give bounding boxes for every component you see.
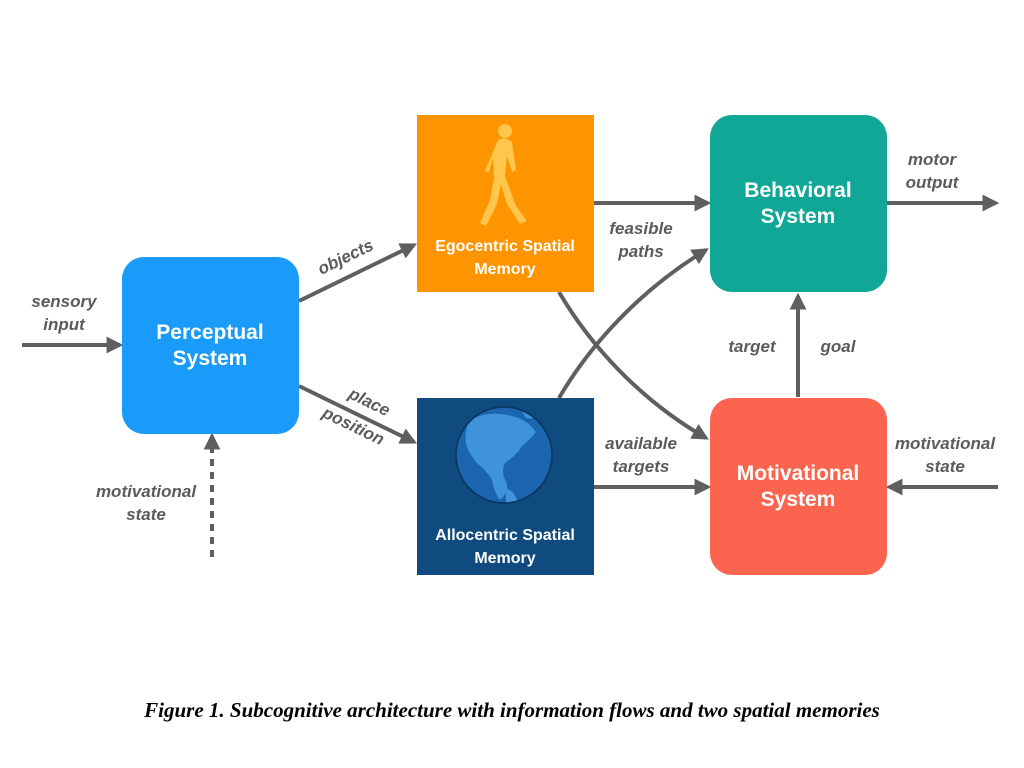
label-output: output	[906, 173, 960, 192]
node-motivational-system: Motivational System	[710, 398, 887, 575]
node-allocentric-spatial-memory: Allocentric Spatial Memory	[417, 398, 594, 575]
behavioral-system-label-line1: Behavioral	[744, 179, 851, 202]
label-available: available	[605, 434, 677, 453]
perceptual-system-label-line1: Perceptual	[156, 321, 263, 344]
label-objects: objects	[315, 235, 377, 278]
node-behavioral-system: Behavioral System	[710, 115, 887, 292]
label-targets: targets	[613, 457, 670, 476]
label-motivational-right: motivational	[895, 434, 996, 453]
label-motivational-left: motivational	[96, 482, 197, 501]
label-sensory: sensory	[31, 292, 98, 311]
node-perceptual-system: Perceptual System	[122, 257, 299, 434]
perceptual-system-label-line2: System	[173, 347, 248, 370]
label-feasible: feasible	[609, 219, 672, 238]
figure-caption: Figure 1. Subcognitive architecture with…	[144, 698, 880, 722]
egocentric-label-line2: Memory	[474, 261, 535, 278]
label-input: input	[43, 315, 86, 334]
label-goal: goal	[820, 337, 857, 356]
egocentric-label-line1: Egocentric Spatial	[435, 238, 575, 255]
label-motor: motor	[908, 150, 958, 169]
label-target: target	[728, 337, 777, 356]
behavioral-system-label-line2: System	[761, 205, 836, 228]
arrow-ego-to-motivational	[557, 290, 709, 440]
node-egocentric-spatial-memory: Egocentric Spatial Memory	[417, 115, 594, 292]
label-paths: paths	[617, 242, 663, 261]
label-state-right: state	[925, 457, 965, 476]
motivational-system-label-line2: System	[761, 488, 836, 511]
walking-person-icon	[480, 124, 527, 226]
arrow-objects	[298, 243, 418, 303]
arrow-allo-to-behavioral	[557, 248, 709, 400]
allocentric-label-line1: Allocentric Spatial	[435, 527, 575, 544]
arrow-place-position	[298, 384, 418, 444]
motivational-system-label-line1: Motivational	[737, 462, 860, 485]
arrows	[22, 194, 1000, 557]
allocentric-label-line2: Memory	[474, 550, 535, 567]
label-state-left: state	[126, 505, 166, 524]
